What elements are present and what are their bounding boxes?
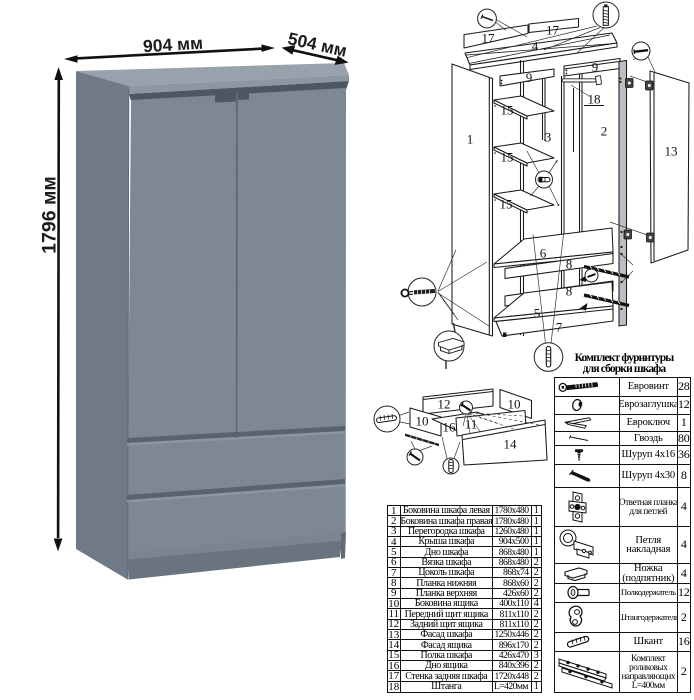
- svg-text:6: 6: [540, 246, 547, 261]
- svg-text:9: 9: [592, 60, 599, 75]
- svg-text:18: 18: [588, 92, 601, 107]
- svg-text:15: 15: [501, 150, 514, 165]
- svg-text:12: 12: [438, 397, 451, 412]
- svg-text:8: 8: [566, 257, 573, 272]
- svg-text:8: 8: [566, 284, 573, 299]
- svg-text:7: 7: [556, 320, 563, 335]
- svg-text:2: 2: [601, 124, 608, 139]
- svg-text:5: 5: [534, 306, 541, 321]
- svg-text:4: 4: [532, 39, 539, 54]
- svg-text:14: 14: [504, 437, 518, 452]
- svg-text:3: 3: [545, 130, 552, 145]
- svg-text:17: 17: [546, 23, 560, 38]
- svg-text:16: 16: [443, 420, 457, 435]
- svg-text:9: 9: [526, 70, 533, 85]
- svg-text:904 мм: 904 мм: [142, 33, 203, 57]
- svg-text:10: 10: [508, 397, 521, 412]
- svg-text:15: 15: [501, 103, 514, 118]
- svg-text:15: 15: [500, 197, 513, 212]
- svg-text:1: 1: [467, 132, 474, 147]
- svg-text:17: 17: [482, 31, 496, 46]
- svg-text:1796 мм: 1796 мм: [39, 176, 61, 254]
- svg-text:13: 13: [665, 144, 678, 159]
- svg-text:11: 11: [465, 417, 478, 432]
- svg-text:10: 10: [416, 414, 429, 429]
